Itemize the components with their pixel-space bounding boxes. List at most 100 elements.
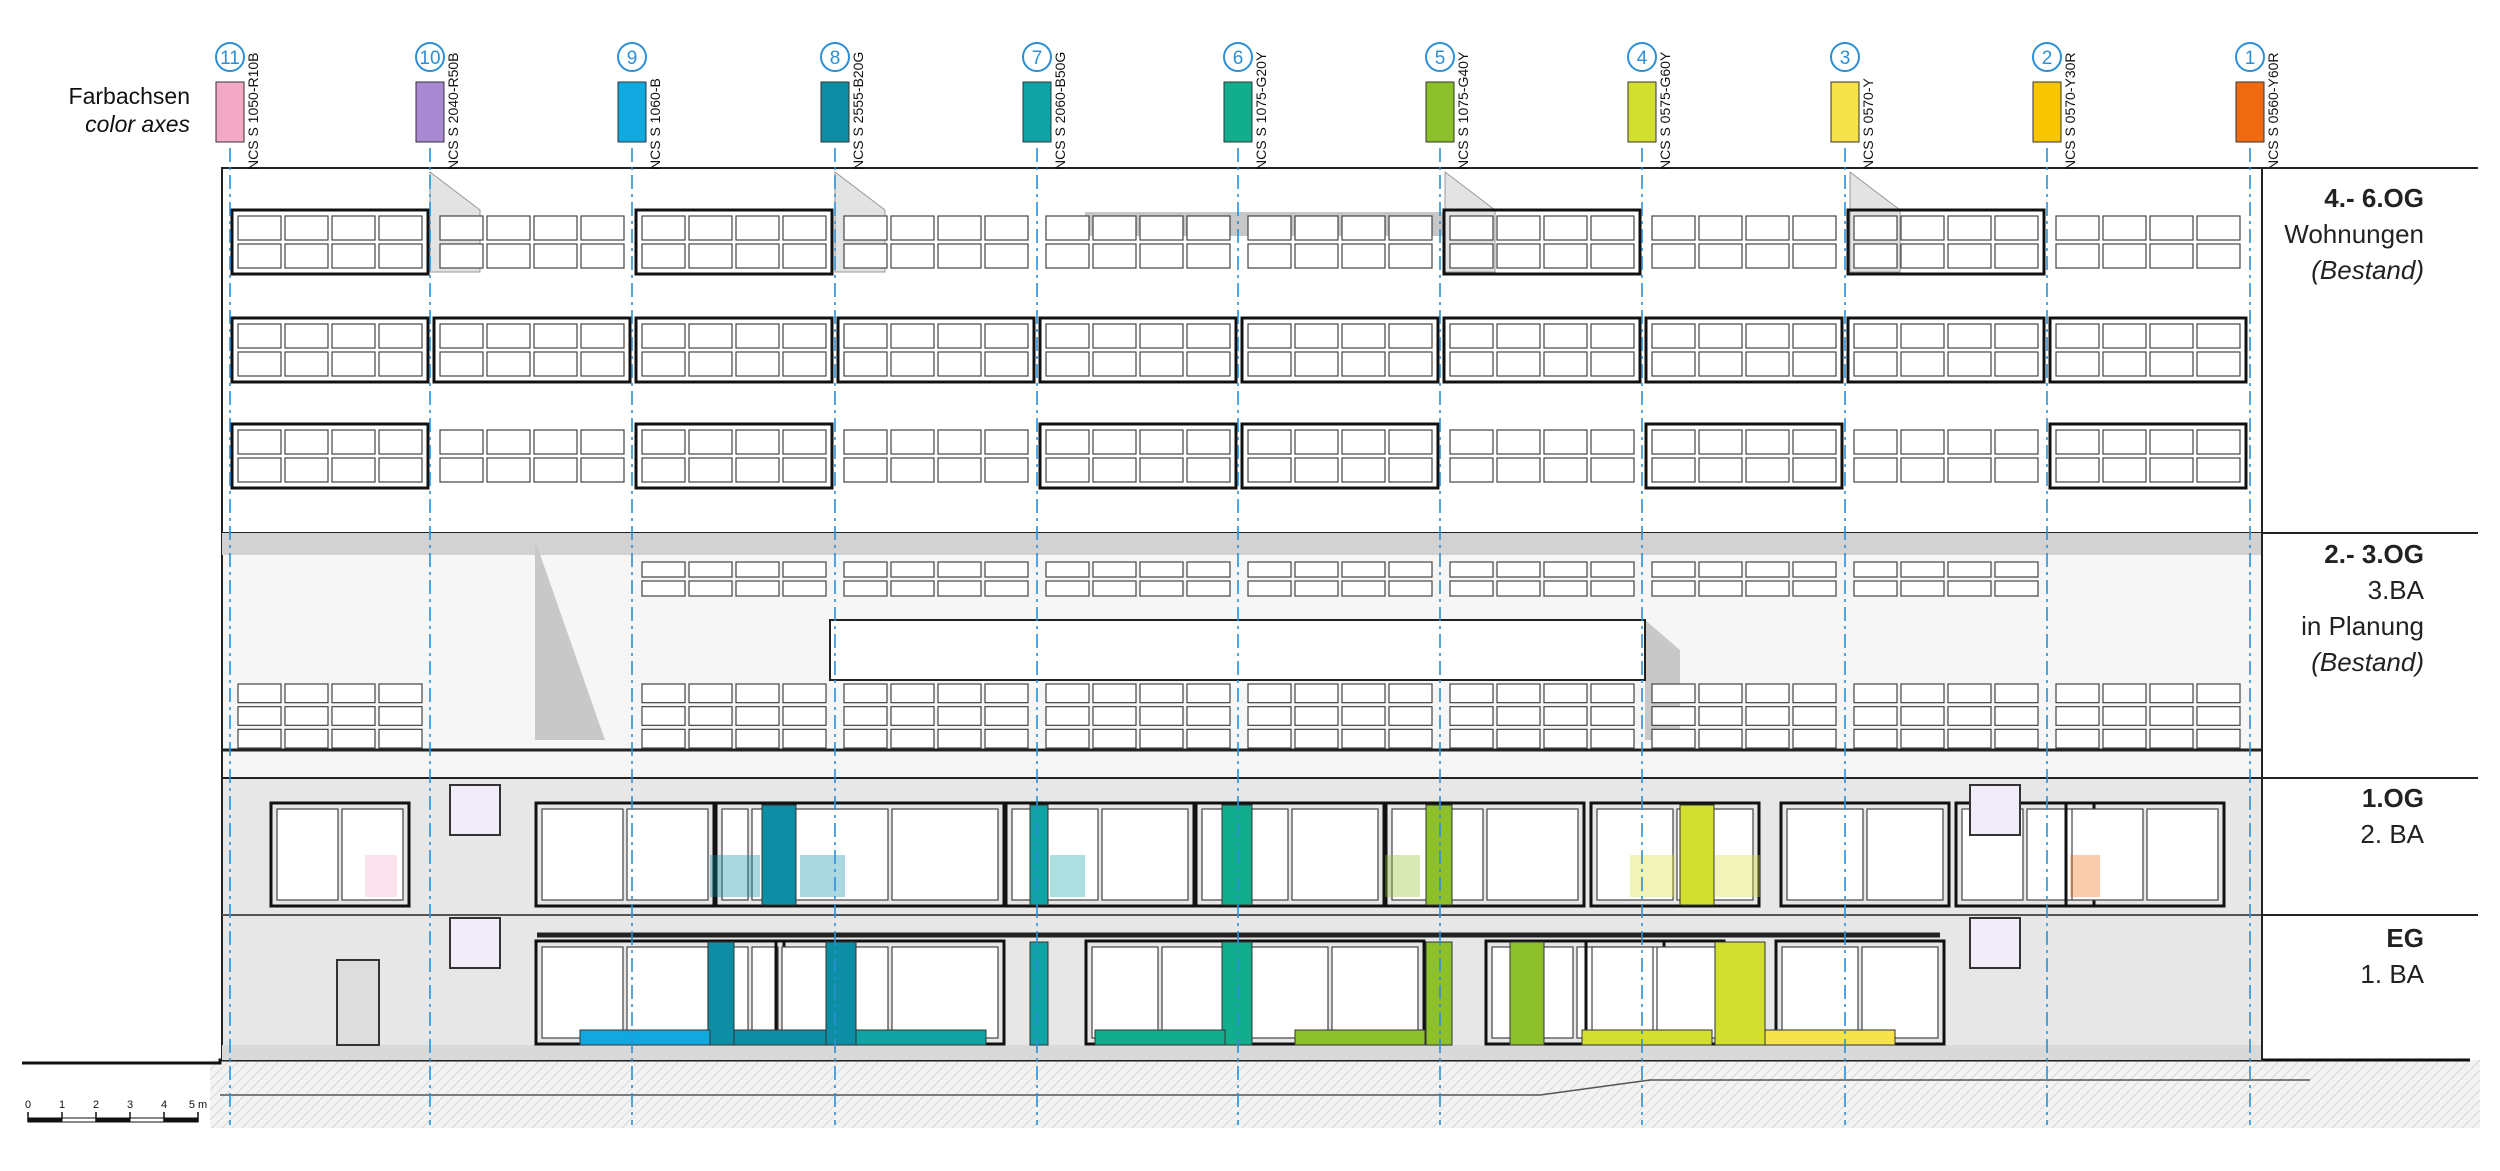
window-pane — [1698, 215, 1743, 241]
ground-floor-plinth — [222, 1045, 2262, 1060]
window-pane — [1496, 683, 1541, 704]
window-pane — [688, 323, 733, 349]
window-pane — [1388, 580, 1433, 597]
window-group — [2064, 801, 2226, 908]
window-pane — [641, 429, 686, 455]
window-pane — [439, 457, 484, 483]
window-pane — [688, 351, 733, 377]
window-pane — [688, 243, 733, 269]
level-label-first: 1.OG 2. BA — [2360, 780, 2424, 852]
color-fin — [707, 941, 735, 1046]
window-pane — [1341, 457, 1386, 483]
window-pane — [1651, 580, 1696, 597]
window-frame — [2048, 422, 2248, 490]
tinted-pane — [800, 855, 845, 897]
window-pane — [890, 561, 935, 578]
window-group — [1038, 422, 1238, 490]
window-pane — [1745, 457, 1790, 483]
window-pane — [1247, 243, 1292, 269]
window-pane — [1853, 580, 1898, 597]
axis-color-swatch — [820, 81, 850, 143]
window-frame — [432, 316, 632, 384]
window-pane — [1139, 683, 1184, 704]
window-pane — [890, 457, 935, 483]
window-pane — [1994, 243, 2039, 269]
axis-ncs-code: NCS S 0570-Y — [1860, 78, 1876, 170]
window-pane — [1247, 457, 1292, 483]
axis-number: 10 — [419, 48, 440, 69]
terrain-slope — [220, 1079, 2310, 1096]
window-pane — [1994, 429, 2039, 455]
level-divider-lines — [2261, 167, 2478, 1060]
window-pane — [237, 323, 282, 349]
window-frame — [634, 208, 834, 276]
window-pane — [782, 323, 827, 349]
window-pane — [1186, 351, 1231, 377]
window-group — [1644, 422, 1844, 490]
color-bench — [1581, 1029, 1713, 1046]
window-pane — [1341, 728, 1386, 749]
axis-number-circle — [1425, 42, 1455, 72]
window-frame — [230, 422, 430, 490]
window-group — [634, 316, 834, 384]
window-group — [634, 208, 834, 276]
color-fin — [1029, 941, 1049, 1046]
window-pane — [984, 323, 1029, 349]
square-window — [449, 784, 501, 836]
square-window — [449, 917, 501, 969]
window-group — [1651, 561, 1837, 597]
window-pane — [735, 215, 780, 241]
window-pane — [688, 706, 733, 726]
window-pane — [1247, 561, 1292, 578]
window-pane — [2196, 243, 2241, 269]
window-frame — [1442, 316, 1642, 384]
window-pane — [1091, 946, 1159, 1039]
window-pane — [439, 215, 484, 241]
window-pane — [1247, 728, 1292, 749]
window-pane — [1388, 429, 1433, 455]
window-pane — [1388, 215, 1433, 241]
window-pane — [2102, 429, 2147, 455]
window-frame — [1846, 208, 2046, 276]
window-pane — [1139, 580, 1184, 597]
window-pane — [1994, 323, 2039, 349]
axis-color-swatch — [415, 81, 445, 143]
window-pane — [1947, 580, 1992, 597]
window-pane — [735, 580, 780, 597]
window-group — [1779, 801, 1951, 908]
window-pane — [1745, 706, 1790, 726]
window-pane — [1781, 946, 1859, 1039]
window-pane — [331, 323, 376, 349]
window-pane — [1045, 429, 1090, 455]
level-line: (Bestand) — [2311, 255, 2424, 285]
window-pane — [2146, 808, 2219, 901]
axis-number: 11 — [220, 48, 240, 69]
window-pane — [2196, 429, 2241, 455]
window-pane — [1853, 351, 1898, 377]
window-pane — [2102, 243, 2147, 269]
window-pane — [751, 946, 779, 1039]
tinted-pane — [710, 855, 760, 897]
window-pane — [1139, 351, 1184, 377]
window-pane — [1247, 580, 1292, 597]
window-pane — [735, 243, 780, 269]
window-pane — [1449, 728, 1494, 749]
window-pane — [1853, 706, 1898, 726]
window-pane — [486, 457, 531, 483]
window-pane — [1045, 580, 1090, 597]
window-pane — [1651, 351, 1696, 377]
window-pane — [1388, 728, 1433, 749]
window-pane — [1590, 728, 1635, 749]
axis-number-circle — [617, 42, 647, 72]
window-pane — [2102, 351, 2147, 377]
color-fin — [1714, 941, 1766, 1046]
window-pane — [626, 946, 709, 1039]
axis-ncs-code: NCS S 0570-Y30R — [2062, 52, 2078, 170]
axis-number: 9 — [627, 48, 638, 69]
window-pane — [1186, 243, 1231, 269]
window-frame — [1038, 316, 1238, 384]
window-pane — [378, 243, 423, 269]
window-frame — [1240, 316, 1440, 384]
